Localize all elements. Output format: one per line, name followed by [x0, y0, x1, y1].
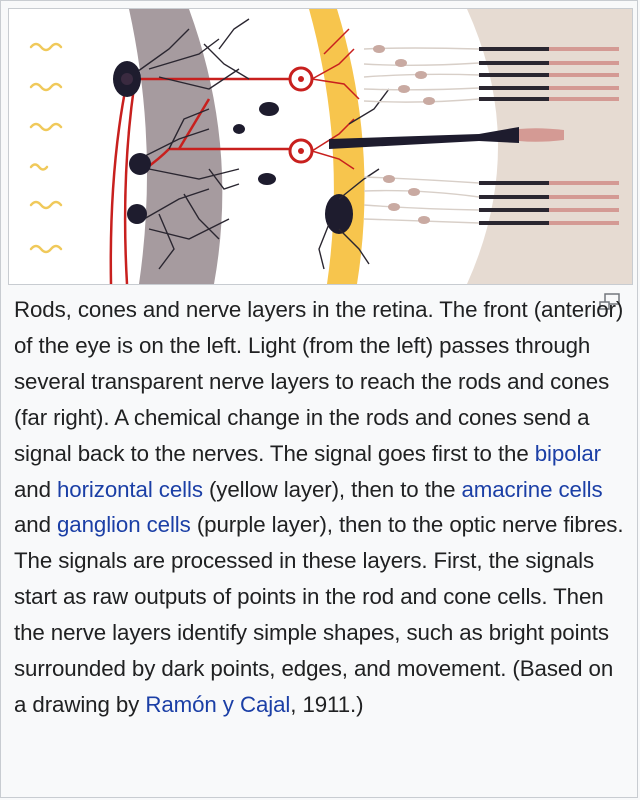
caption-link[interactable]: Ramón y Cajal — [145, 691, 291, 717]
rod-nuclei — [373, 45, 435, 224]
rod-cells — [479, 47, 619, 225]
magnify-icon[interactable] — [597, 292, 623, 314]
caption-link[interactable]: bipolar — [534, 440, 601, 466]
caption-text: and — [14, 476, 57, 502]
caption-link[interactable]: amacrine cells — [461, 476, 603, 502]
light-rays — [29, 42, 63, 254]
caption-text: , 1911.) — [290, 691, 364, 717]
caption-link[interactable]: horizontal cells — [57, 476, 203, 502]
cone-bipolar-axon — [329, 127, 519, 149]
photoreceptor-layer — [467, 9, 632, 284]
caption-text: and — [14, 512, 57, 538]
ganglion-cells — [113, 61, 151, 224]
amacrine-cells — [233, 102, 279, 185]
cone-cell — [519, 128, 564, 142]
retina-diagram — [9, 9, 632, 284]
retina-diagram-image[interactable] — [8, 8, 633, 285]
caption-text: Rods, cones and nerve layers in the reti… — [14, 297, 624, 466]
dendrite-network — [133, 18, 250, 270]
caption-text: (purple layer), then to the optic nerve … — [14, 512, 624, 717]
figure-caption: Rods, cones and nerve layers in the reti… — [14, 292, 626, 723]
caption-text: (yellow layer), then to the — [202, 476, 462, 502]
caption-link[interactable]: ganglion cells — [57, 512, 191, 538]
